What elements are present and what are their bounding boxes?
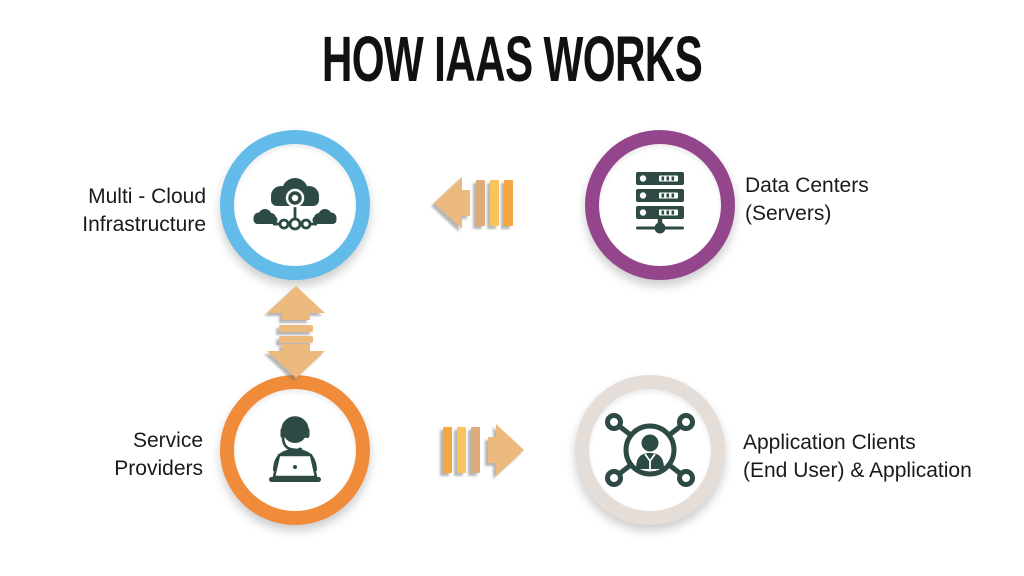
multi-cloud-network-icon — [253, 178, 337, 231]
arrow-bidirectional-icon — [267, 286, 325, 378]
arrow-right-icon — [443, 424, 524, 476]
node-application-clients — [575, 375, 725, 525]
label-application-clients: Application Clients (End User) & Applica… — [743, 429, 972, 485]
label-service-providers: Service Providers — [20, 427, 203, 483]
label-line: Providers — [114, 457, 203, 480]
node-service-providers — [220, 375, 370, 525]
label-line: Application Clients — [743, 431, 916, 454]
page-title: HOW IAAS WORKS — [321, 23, 703, 95]
label-line: Infrastructure — [82, 213, 206, 236]
node-data-centers — [585, 130, 735, 280]
label-line: Data Centers — [745, 174, 869, 197]
server-rack-icon — [636, 172, 684, 234]
node-multi-cloud-infrastructure — [220, 130, 370, 280]
label-multi-cloud-infrastructure: Multi - Cloud Infrastructure — [20, 183, 206, 239]
networked-user-icon — [605, 413, 695, 487]
label-line: (End User) & Application — [743, 459, 972, 482]
arrow-left-icon — [434, 177, 513, 229]
label-line: Multi - Cloud — [88, 185, 206, 208]
support-agent-icon — [269, 416, 321, 482]
label-line: (Servers) — [745, 202, 832, 225]
label-data-centers: Data Centers (Servers) — [745, 172, 869, 228]
label-line: Service — [132, 429, 203, 452]
